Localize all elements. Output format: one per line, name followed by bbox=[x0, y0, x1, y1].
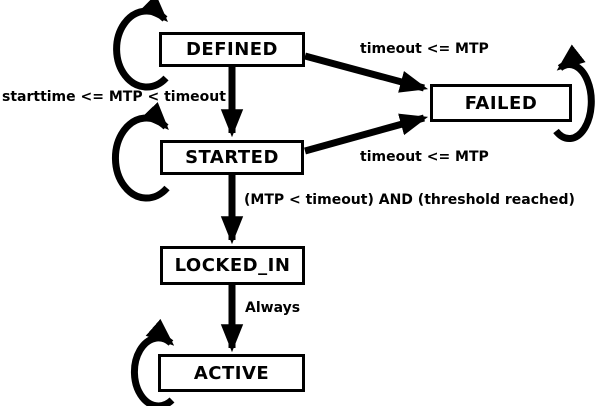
transition-label-lockedin-active: Always bbox=[245, 300, 301, 316]
state-locked-in-label: LOCKED_IN bbox=[174, 255, 291, 276]
arrow-defined-to-failed bbox=[304, 52, 429, 93]
self-loop-defined-arrow bbox=[113, 0, 169, 91]
state-started: STARTED bbox=[160, 140, 304, 175]
state-defined-label: DEFINED bbox=[185, 39, 279, 60]
self-loop-started-arrow bbox=[111, 102, 170, 202]
state-failed: FAILED bbox=[430, 84, 572, 122]
transition-label-defined-failed: timeout <= MTP bbox=[360, 41, 489, 57]
state-locked-in: LOCKED_IN bbox=[160, 246, 305, 285]
transition-label-started-failed: timeout <= MTP bbox=[360, 149, 489, 165]
state-failed-label: FAILED bbox=[464, 92, 538, 114]
state-active-label: ACTIVE bbox=[193, 362, 270, 384]
arrow-started-to-failed bbox=[304, 113, 429, 155]
transition-label-started-lockedin: (MTP < timeout) AND (threshold reached) bbox=[244, 192, 575, 208]
self-loop-failed-arrow bbox=[553, 44, 595, 143]
state-started-label: STARTED bbox=[185, 147, 279, 168]
transition-label-defined-started: starttime <= MTP < timeout bbox=[2, 89, 226, 105]
state-defined: DEFINED bbox=[159, 32, 305, 67]
state-active: ACTIVE bbox=[158, 354, 305, 392]
